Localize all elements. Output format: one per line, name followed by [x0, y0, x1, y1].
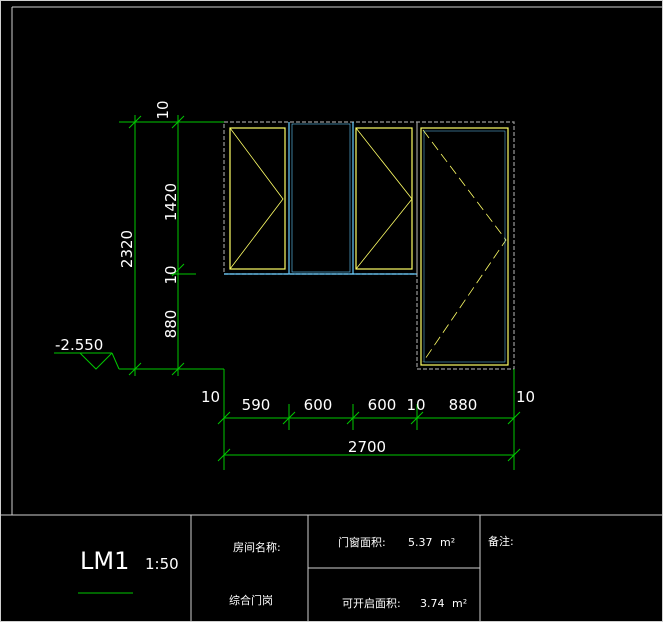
dim-lower-height: 880 [162, 310, 180, 339]
horizontal-dimensions [217, 369, 521, 470]
elevation-marker [54, 352, 120, 370]
door-opening-mark [422, 129, 507, 363]
opening-area-label: 门窗面积: [338, 535, 386, 549]
dim-left-gap: 10 [201, 388, 220, 406]
title-block-grid [0, 514, 663, 622]
door-glass [423, 130, 506, 363]
dim-seg-4-gap: 10 [406, 396, 425, 414]
vertical-dimensions [119, 115, 225, 404]
casement-opening-mark-1 [229, 127, 284, 270]
casement-opening-mark-2 [355, 127, 413, 270]
room-name-label: 房间名称: [233, 540, 281, 554]
window-elevation [223, 121, 515, 370]
dim-mid-gap: 10 [162, 265, 180, 284]
operable-area-label: 可开启面积: [342, 597, 401, 610]
operable-area-unit: m² [452, 597, 467, 610]
door-leaf [420, 127, 509, 366]
opening-area-unit: m² [440, 536, 455, 549]
dim-seg-2: 600 [304, 396, 333, 414]
room-name-value: 综合门岗 [229, 593, 273, 607]
casement-sash-1 [229, 127, 286, 270]
dim-total-width: 2700 [348, 438, 386, 456]
drawing-scale: 1:50 [145, 555, 179, 573]
remarks-label: 备注: [488, 534, 514, 548]
casement-sash-2 [355, 127, 413, 270]
dim-seg-5: 880 [449, 396, 478, 414]
dim-upper-height: 1420 [162, 183, 180, 221]
dim-seg-1: 590 [242, 396, 271, 414]
dim-right-gap: 10 [516, 388, 535, 406]
outer-frame [223, 121, 515, 370]
dim-seg-3: 600 [368, 396, 397, 414]
opening-area-value: 5.37 [408, 536, 433, 549]
dim-total-height: 2320 [118, 230, 136, 268]
drawing-code: LM1 [80, 547, 129, 575]
elevation-value: -2.550 [55, 336, 103, 354]
operable-area-value: 3.74 [420, 597, 445, 610]
fixed-glass-pane [291, 123, 351, 273]
dim-top-gap: 10 [154, 100, 172, 119]
